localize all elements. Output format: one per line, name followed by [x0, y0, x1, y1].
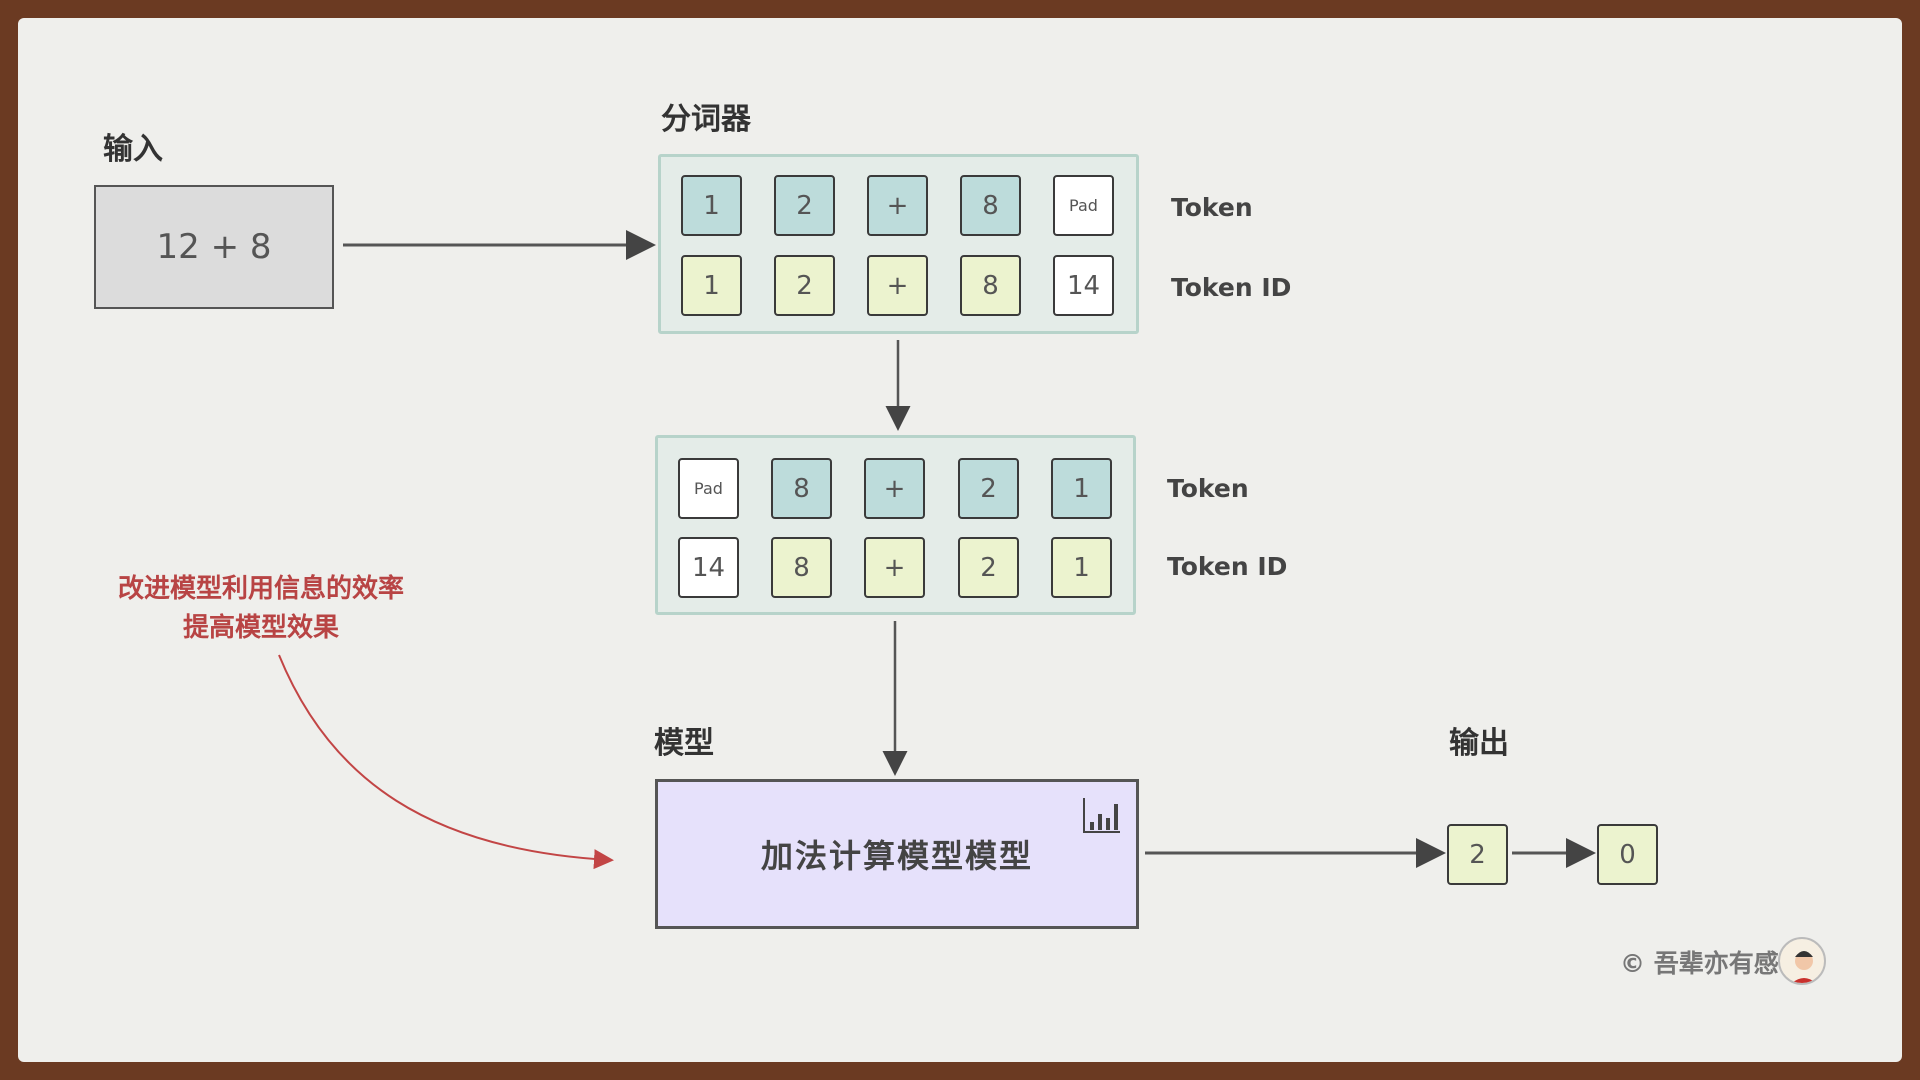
avatar [1778, 937, 1826, 985]
output-token-2: 0 [1597, 824, 1658, 885]
token-cell: + [867, 175, 928, 236]
signature: © 吾辈亦有感 [1620, 949, 1779, 978]
token-id-cell: 14 [678, 537, 739, 598]
token-id-row-label-2: Token ID [1167, 552, 1288, 581]
token-id-cell: 2 [958, 537, 1019, 598]
token-cell: Pad [1053, 175, 1114, 236]
token-id-cell: 1 [681, 255, 742, 316]
token-cell: 1 [1051, 458, 1112, 519]
annotation-arrow [278, 654, 614, 870]
token-cell: 8 [960, 175, 1021, 236]
token-id-cell: 14 [1053, 255, 1114, 316]
bar-chart-icon [1083, 798, 1120, 833]
token-id-cell: 1 [1051, 537, 1112, 598]
token-row-label: Token [1171, 193, 1253, 222]
input-box: 12 + 8 [94, 185, 334, 309]
token-cell: 2 [774, 175, 835, 236]
model-name: 加法计算模型模型 [760, 837, 1033, 875]
token-cell: 8 [771, 458, 832, 519]
output-label: 输出 [1449, 726, 1509, 761]
input-label: 输入 [103, 132, 163, 167]
annotation-note: 改进模型利用信息的效率 提高模型效果 [80, 570, 442, 648]
token-cell: 1 [681, 175, 742, 236]
annotation-line-1: 改进模型利用信息的效率 [117, 574, 404, 604]
token-cell: Pad [678, 458, 739, 519]
token-id-cell: 8 [960, 255, 1021, 316]
token-id-cell: + [864, 537, 925, 598]
token-id-row-label: Token ID [1171, 273, 1292, 302]
model-label: 模型 [654, 726, 714, 761]
token-id-cell: + [867, 255, 928, 316]
model-box: 加法计算模型模型 [655, 779, 1139, 929]
token-id-cell: 2 [774, 255, 835, 316]
token-cell: 2 [958, 458, 1019, 519]
output-token-1: 2 [1447, 824, 1508, 885]
token-id-cell: 8 [771, 537, 832, 598]
annotation-line-2: 提高模型效果 [182, 613, 339, 643]
token-row-label-2: Token [1167, 474, 1249, 503]
token-cell: + [864, 458, 925, 519]
tokenizer-label: 分词器 [661, 102, 751, 137]
